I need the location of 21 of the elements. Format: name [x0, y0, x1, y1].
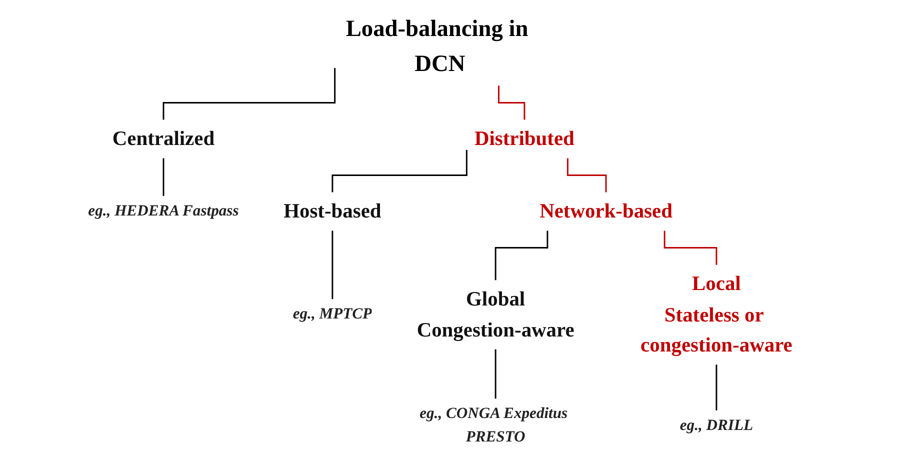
connector: [162, 68, 336, 120]
node-text: eg., MPTCP: [292, 306, 372, 323]
connector: [162, 158, 164, 197]
connector: [716, 364, 718, 412]
node-text: Distributed: [474, 126, 574, 150]
node-text: eg., DRILL: [680, 417, 754, 434]
node-text: Network-based: [540, 199, 672, 222]
connector: [664, 230, 718, 266]
connector: [332, 150, 468, 194]
connector: [332, 230, 334, 300]
node-text: Local Stateless or congestion-aware: [640, 272, 792, 356]
node-text: Global Congestion-aware: [416, 286, 574, 342]
connector: [494, 349, 496, 400]
node-text: eg., HEDERA Fastpass: [88, 202, 239, 220]
connector: [566, 158, 607, 194]
node-text: Centralized: [112, 126, 215, 150]
connector: [494, 230, 548, 281]
node-text: eg., CONGA Expeditus PRESTO: [420, 406, 568, 446]
node-text: Host-based: [284, 199, 382, 222]
node-text: Load-balancing in DCN: [346, 16, 528, 77]
connector: [498, 86, 526, 120]
